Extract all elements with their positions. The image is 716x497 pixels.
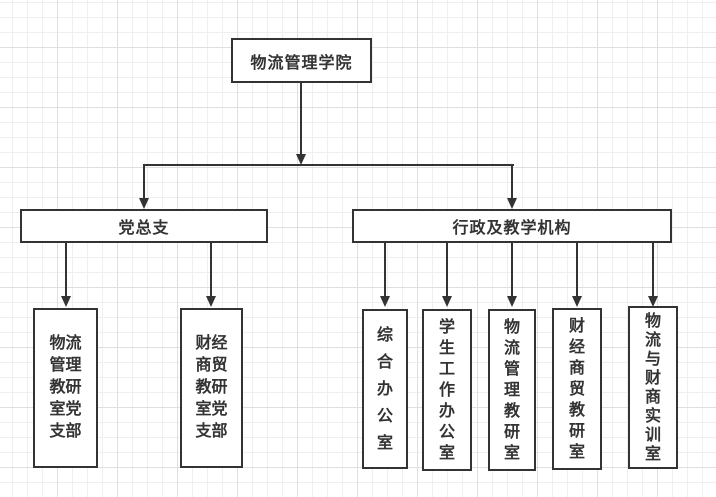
node-general-office[interactable]: 综合办公室 <box>362 309 408 469</box>
node-logistics-teaching-party-branch-label: 物流管理教研室党支部 <box>49 335 82 440</box>
node-logistics-teaching-party-branch[interactable]: 物流管理教研室党支部 <box>33 308 98 468</box>
connector-admin-child-3 <box>511 243 513 296</box>
arrow-down-icon <box>296 154 306 165</box>
arrow-down-icon <box>507 296 517 307</box>
node-finance-trade-teaching-office[interactable]: 财经商贸教研室 <box>552 308 602 470</box>
connector-admin-child-2 <box>446 243 448 296</box>
connector-root-trunk <box>300 83 302 154</box>
node-logistics-finance-training-room-label: 物流与财商实训室 <box>644 312 661 463</box>
node-finance-trade-party-branch-label: 财经商贸教研室党支部 <box>195 335 228 440</box>
arrow-down-icon <box>380 296 390 307</box>
node-party-branch[interactable]: 党总支 <box>20 209 268 243</box>
connector-admin-child-4 <box>576 243 578 296</box>
node-finance-trade-teaching-office-label: 财经商贸教研室 <box>568 317 585 461</box>
connector-party-child-1 <box>65 243 67 296</box>
node-admin-branch-label: 行政及教学机构 <box>452 220 572 237</box>
node-logistics-teaching-office[interactable]: 物流管理教研室 <box>488 309 536 471</box>
connector-admin-child-5 <box>652 243 654 296</box>
arrow-down-icon <box>572 296 582 307</box>
node-admin-branch[interactable]: 行政及教学机构 <box>352 209 672 243</box>
arrow-down-icon <box>442 296 452 307</box>
node-student-affairs-office-label: 学生工作办公室 <box>438 318 455 462</box>
arrow-down-icon <box>139 198 149 209</box>
node-logistics-finance-training-room[interactable]: 物流与财商实训室 <box>628 306 678 469</box>
arrow-down-icon <box>648 296 658 307</box>
node-logistics-teaching-office-label: 物流管理教研室 <box>503 318 520 462</box>
connector-to-party <box>143 164 145 198</box>
connector-branch-rail <box>143 164 514 166</box>
node-root[interactable]: 物流管理学院 <box>231 38 372 83</box>
node-general-office-label: 综合办公室 <box>376 326 393 452</box>
arrow-down-icon <box>61 296 71 307</box>
arrow-down-icon <box>206 296 216 307</box>
connector-to-admin <box>511 164 513 198</box>
arrow-down-icon <box>507 198 517 209</box>
connector-admin-child-1 <box>384 243 386 296</box>
node-party-branch-label: 党总支 <box>118 220 170 237</box>
node-root-label: 物流管理学院 <box>250 54 353 72</box>
node-finance-trade-party-branch[interactable]: 财经商贸教研室党支部 <box>180 308 243 468</box>
connector-party-child-2 <box>210 243 212 296</box>
node-student-affairs-office[interactable]: 学生工作办公室 <box>422 309 472 471</box>
